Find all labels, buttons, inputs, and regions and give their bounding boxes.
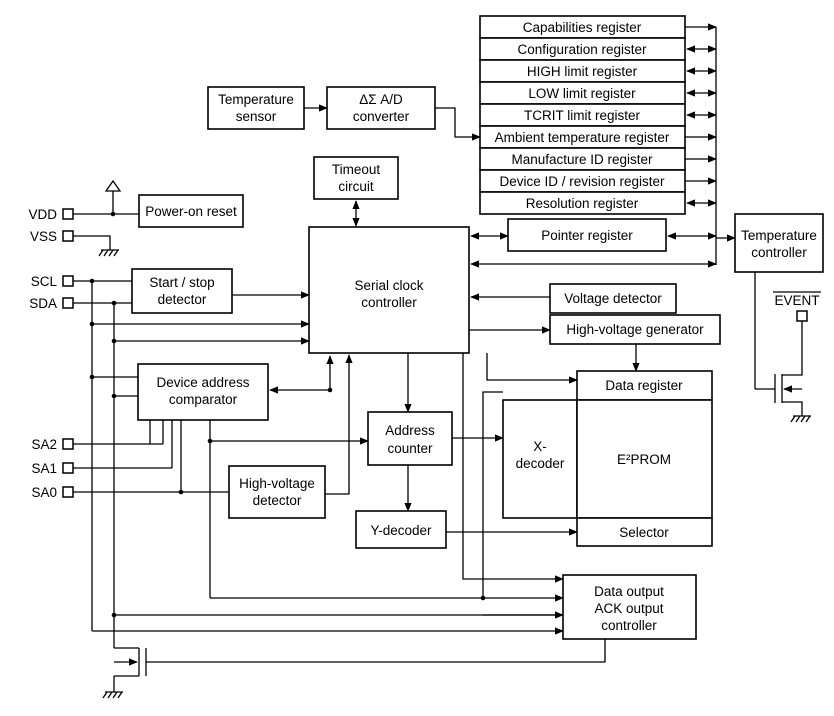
sa1-pin (62, 462, 74, 474)
voltage-detector-label: Voltage detector (564, 291, 662, 306)
register-label-manufacture-id: Manufacture ID register (511, 152, 653, 167)
scl-sda-wiring (73, 278, 310, 648)
temperature-controller-label-1: Temperature (741, 228, 817, 243)
sda-output-transistor-icon (113, 639, 606, 692)
start-stop-detector-block (131, 268, 233, 314)
register-label-ambient-temperature: Ambient temperature register (495, 130, 670, 145)
register-label-high-limit: HIGH limit register (527, 64, 638, 79)
serial-clock-label-2: controller (361, 295, 417, 310)
eeprom-label: E²PROM (617, 452, 671, 467)
adc-to-ambient-arrow (435, 107, 481, 141)
voltage-detector-block (549, 283, 677, 314)
data-register-label: Data register (605, 378, 683, 393)
vss-pin (62, 230, 74, 242)
data-register-block (576, 370, 713, 401)
power-on-reset-block (138, 194, 244, 228)
serial-to-memory-wiring (92, 353, 578, 635)
power-on-reset-label: Power-on reset (145, 204, 237, 219)
hv-detector-label-2: detector (253, 493, 302, 508)
address-counter-label-1: Address (385, 423, 435, 438)
start-stop-label-1: Start / stop (149, 275, 214, 290)
adc-label-1: ΔΣ A/D (359, 92, 403, 107)
vdd-supply-icon (104, 179, 122, 192)
timeout-label-2: circuit (338, 179, 374, 194)
register-box-8 (479, 191, 686, 215)
sa0-label: SA0 (31, 485, 57, 500)
register-label-low-limit: LOW limit register (528, 86, 636, 101)
temperature-sensor-label-2: sensor (236, 109, 277, 124)
register-label-configuration: Configuration register (517, 42, 647, 57)
temperature-controller-label-2: controller (751, 245, 807, 260)
sda-label: SDA (29, 296, 57, 311)
power-wiring (73, 179, 139, 257)
data-output-controller-block (562, 574, 697, 640)
register-stack: Capabilities register Configuration regi… (479, 15, 686, 215)
hv-detector-block (228, 465, 326, 519)
address-counter-block (367, 411, 453, 466)
x-decoder-label-1: X- (533, 439, 547, 454)
temperature-sensor-label-1: Temperature (218, 92, 294, 107)
start-stop-label-2: detector (158, 292, 207, 307)
hv-generator-label: High-voltage generator (566, 322, 704, 337)
data-output-label-1: Data output (594, 584, 664, 599)
sa2-pin (62, 438, 74, 450)
register-label-capabilities: Capabilities register (523, 20, 642, 35)
y-decoder-label: Y-decoder (370, 523, 432, 538)
hv-generator-block (549, 314, 721, 345)
selector-block (576, 517, 713, 547)
vdd-pin (62, 208, 74, 220)
adc-label-2: converter (353, 109, 410, 124)
register-label-device-id-revision: Device ID / revision register (499, 174, 665, 189)
vss-label: VSS (30, 229, 57, 244)
event-output-wiring: EVENT (754, 272, 821, 416)
address-counter-label-2: counter (387, 441, 433, 456)
event-label: EVENT (774, 293, 819, 308)
selector-label: Selector (619, 525, 669, 540)
x-decoder-label-2: decoder (516, 456, 565, 471)
register-label-resolution: Resolution register (526, 196, 639, 211)
serial-clock-label-1: Serial clock (354, 278, 423, 293)
sda-ground-icon (102, 691, 123, 699)
data-output-label-2: ACK output (594, 601, 663, 616)
sa0-pin (62, 486, 74, 498)
scl-pin (62, 275, 74, 287)
register-bus (685, 23, 736, 265)
hv-detector-to-serial-arrow (325, 354, 353, 495)
timeout-label-1: Timeout (332, 162, 381, 177)
sa2-label: SA2 (31, 437, 57, 452)
hv-detector-label-1: High-voltage (239, 476, 315, 491)
y-decoder-block (355, 510, 447, 549)
x-decoder-block (502, 399, 578, 519)
temperature-sensor-block (207, 86, 305, 130)
serial-clock-controller-block (308, 226, 470, 354)
sda-pin (62, 297, 74, 309)
device-address-label-1: Device address (156, 375, 249, 390)
data-output-label-3: controller (601, 618, 657, 633)
device-address-label-2: comparator (169, 392, 238, 407)
event-pin (796, 310, 808, 322)
device-address-comparator-block (137, 363, 269, 421)
device-address-wiring (73, 355, 564, 602)
vdd-label: VDD (28, 207, 57, 222)
event-ground-icon (790, 415, 811, 423)
register-label-tcrit-limit: TCRIT limit register (524, 108, 641, 123)
pointer-register-label: Pointer register (541, 228, 633, 243)
sa1-label: SA1 (31, 461, 57, 476)
temperature-controller-block (734, 213, 824, 273)
vss-ground-icon (98, 249, 119, 257)
scl-label: SCL (31, 274, 58, 289)
timeout-block (313, 156, 399, 200)
